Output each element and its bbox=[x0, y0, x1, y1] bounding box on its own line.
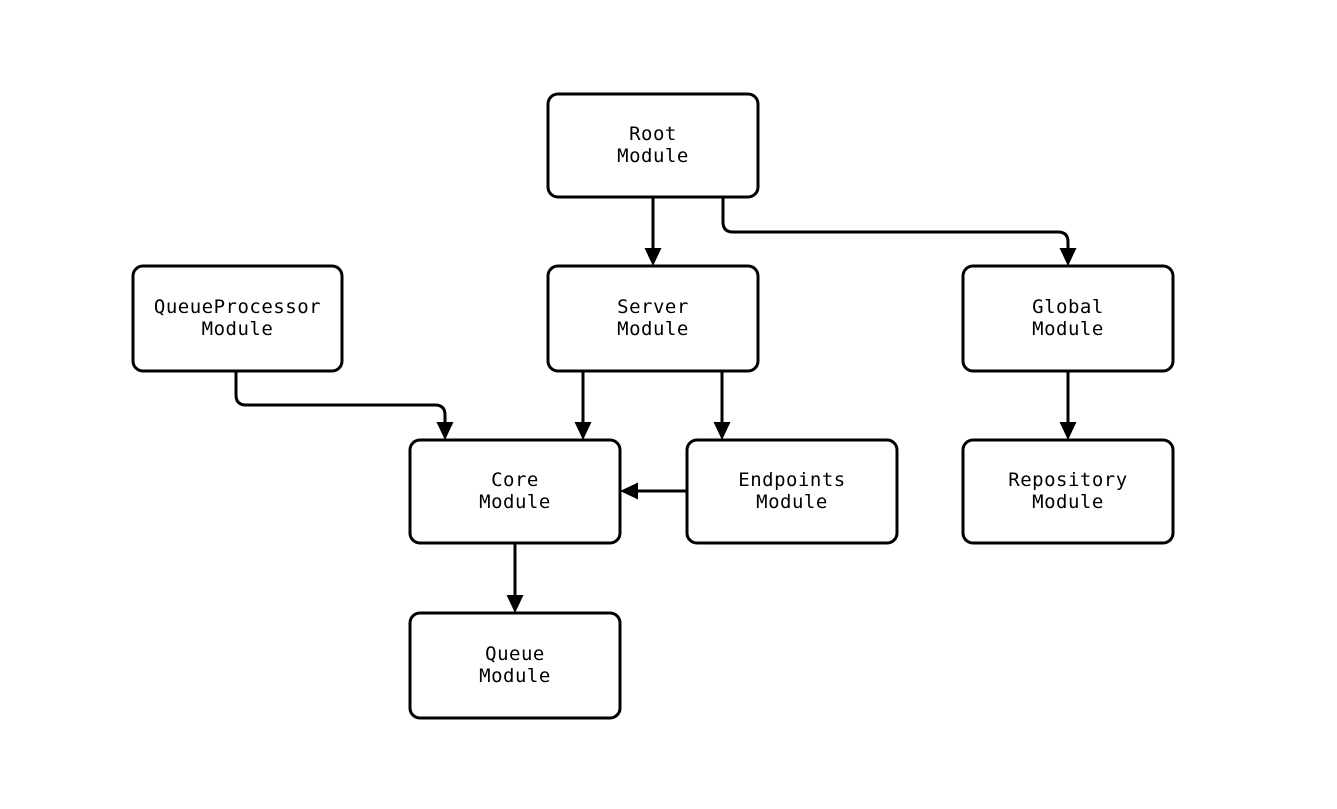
node-label-line2: Module bbox=[479, 665, 551, 687]
node-box[interactable] bbox=[408, 611, 622, 720]
node-label-line2: Module bbox=[1032, 318, 1104, 340]
edge-server-to-endpoints bbox=[713, 371, 731, 440]
node-label-line1: Core bbox=[491, 469, 539, 491]
nodes-layer: RootModuleQueueProcessorModuleServerModu… bbox=[131, 92, 1175, 720]
edge-line bbox=[234, 371, 447, 422]
node-box[interactable] bbox=[408, 438, 622, 545]
node-label-line1: QueueProcessor bbox=[154, 296, 321, 318]
node-box[interactable] bbox=[546, 92, 760, 199]
node-label-line1: Server bbox=[617, 296, 689, 318]
edge-endpoints-to-core bbox=[620, 482, 687, 500]
node-label-line1: Queue bbox=[485, 643, 545, 665]
arrowhead-icon bbox=[644, 248, 662, 266]
arrowhead-icon bbox=[713, 422, 731, 440]
node-label-line2: Module bbox=[756, 491, 828, 513]
edge-root-to-global bbox=[721, 197, 1077, 266]
node-label-line1: Repository bbox=[1008, 469, 1127, 491]
node-label-line2: Module bbox=[617, 145, 689, 167]
node-label-line1: Endpoints bbox=[738, 469, 845, 491]
edge-queueprocessor-to-core bbox=[234, 371, 454, 440]
node-box[interactable] bbox=[961, 438, 1175, 545]
arrowhead-icon bbox=[1059, 248, 1077, 266]
node-box[interactable] bbox=[546, 264, 760, 373]
edge-global-to-repository bbox=[1059, 371, 1077, 440]
node-box[interactable] bbox=[685, 438, 899, 545]
edges-layer bbox=[234, 197, 1077, 613]
edge-server-to-core bbox=[574, 371, 592, 440]
node-label-line2: Module bbox=[202, 318, 274, 340]
node-label-line1: Root bbox=[629, 123, 677, 145]
node-box[interactable] bbox=[961, 264, 1175, 373]
edge-line bbox=[721, 197, 1070, 248]
arrowhead-icon bbox=[506, 595, 524, 613]
arrowhead-icon bbox=[436, 422, 454, 440]
node-label-line1: Global bbox=[1032, 296, 1104, 318]
edge-core-to-queue bbox=[506, 543, 524, 613]
arrowhead-icon bbox=[1059, 422, 1077, 440]
edge-root-to-server bbox=[644, 197, 662, 266]
node-label-line2: Module bbox=[617, 318, 689, 340]
node-label-line2: Module bbox=[1032, 491, 1104, 513]
node-box[interactable] bbox=[131, 264, 344, 373]
arrowhead-icon bbox=[574, 422, 592, 440]
node-label-line2: Module bbox=[479, 491, 551, 513]
arrowhead-icon bbox=[620, 482, 638, 500]
